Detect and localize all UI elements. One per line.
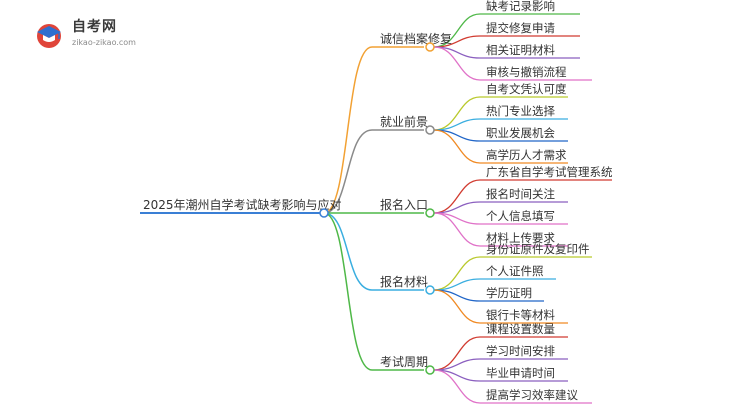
leaf-connector xyxy=(433,129,481,164)
leaf-connector xyxy=(433,336,481,371)
leaf-node-label[interactable]: 报名时间关注 xyxy=(486,187,555,201)
branch-node-circle[interactable] xyxy=(425,208,435,218)
branch-node-label[interactable]: 就业前景 xyxy=(380,114,428,129)
leaf-node-label[interactable]: 热门专业选择 xyxy=(486,104,555,118)
leaf-node-label[interactable]: 学习时间安排 xyxy=(486,344,555,358)
branch-node-circle[interactable] xyxy=(425,42,435,52)
leaf-connector xyxy=(433,13,481,48)
root-node-circle[interactable] xyxy=(319,208,329,218)
branch-connector xyxy=(323,212,373,291)
branch-node-label[interactable]: 诚信档案修复 xyxy=(380,31,452,46)
branch-node-label[interactable]: 报名材料 xyxy=(380,274,428,289)
branch-node-circle[interactable] xyxy=(425,125,435,135)
leaf-connector xyxy=(433,46,481,81)
leaf-node-label[interactable]: 提高学习效率建议 xyxy=(486,388,578,402)
leaf-connector xyxy=(433,212,481,247)
leaf-node-label[interactable]: 材料上传要求 xyxy=(486,231,555,245)
logo-url: zikao-zikao.com xyxy=(72,38,136,47)
leaf-connector xyxy=(433,289,481,324)
branch-connector xyxy=(323,46,373,214)
branch-node-circle[interactable] xyxy=(425,365,435,375)
leaf-connector xyxy=(433,96,481,131)
branch-node-label[interactable]: 考试周期 xyxy=(380,354,428,369)
leaf-connector xyxy=(433,369,481,404)
leaf-connector xyxy=(433,256,481,291)
leaf-node-label[interactable]: 职业发展机会 xyxy=(486,126,555,140)
logo-title: 自考网 xyxy=(72,19,117,35)
leaf-node-label[interactable]: 高学历人才需求 xyxy=(486,148,567,162)
branch-node-circle[interactable] xyxy=(425,285,435,295)
leaf-node-label[interactable]: 广东省自学考试管理系统 xyxy=(486,165,613,179)
leaf-node-label[interactable]: 银行卡等材料 xyxy=(486,308,555,322)
branch-connector xyxy=(323,212,373,371)
branch-node-label[interactable]: 报名入口 xyxy=(380,197,428,212)
root-node-label[interactable]: 2025年潮州自学考试缺考影响与应对 xyxy=(143,197,342,212)
leaf-node-label[interactable]: 学历证明 xyxy=(486,286,532,300)
graduation-cap-icon xyxy=(37,24,61,48)
leaf-node-label[interactable]: 相关证明材料 xyxy=(486,43,555,57)
leaf-node-label[interactable]: 审核与撤销流程 xyxy=(486,65,567,79)
leaf-node-label[interactable]: 自考文凭认可度 xyxy=(486,82,567,96)
leaf-node-label[interactable]: 课程设置数量 xyxy=(486,322,555,336)
site-logo[interactable]: 自考网 zikao-zikao.com xyxy=(34,20,136,50)
leaf-node-label[interactable]: 个人证件照 xyxy=(486,264,544,278)
leaf-node-label[interactable]: 提交修复申请 xyxy=(486,21,555,35)
leaf-node-label[interactable]: 身份证原件及复印件 xyxy=(486,242,590,256)
leaf-node-label[interactable]: 个人信息填写 xyxy=(486,209,555,223)
branch-connector xyxy=(323,129,373,214)
leaf-node-label[interactable]: 缺考记录影响 xyxy=(486,0,555,13)
leaf-node-label[interactable]: 毕业申请时间 xyxy=(486,366,555,380)
leaf-connector xyxy=(433,179,481,214)
